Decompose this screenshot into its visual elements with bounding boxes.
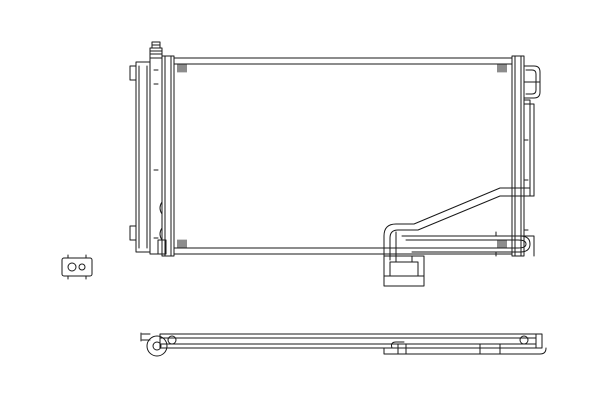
corner-hatch-top-left: [178, 64, 186, 72]
left-header-tank: [130, 56, 174, 256]
corner-hatch-bottom-right: [498, 240, 506, 248]
front-view: [130, 42, 540, 286]
corner-hatch-top-right: [498, 64, 506, 72]
bottom-view: [141, 333, 546, 356]
bottom-fitting: [384, 256, 424, 286]
core-block: [174, 58, 512, 254]
right-vertical-pipe: [524, 100, 534, 196]
connector-flange-detail: [62, 255, 92, 279]
lower-pipe: [402, 232, 534, 256]
diagonal-pipe: [384, 188, 534, 260]
right-header-tank: [512, 56, 540, 256]
corner-hatch-bottom-left: [178, 240, 186, 248]
valve-cap: [150, 42, 162, 58]
